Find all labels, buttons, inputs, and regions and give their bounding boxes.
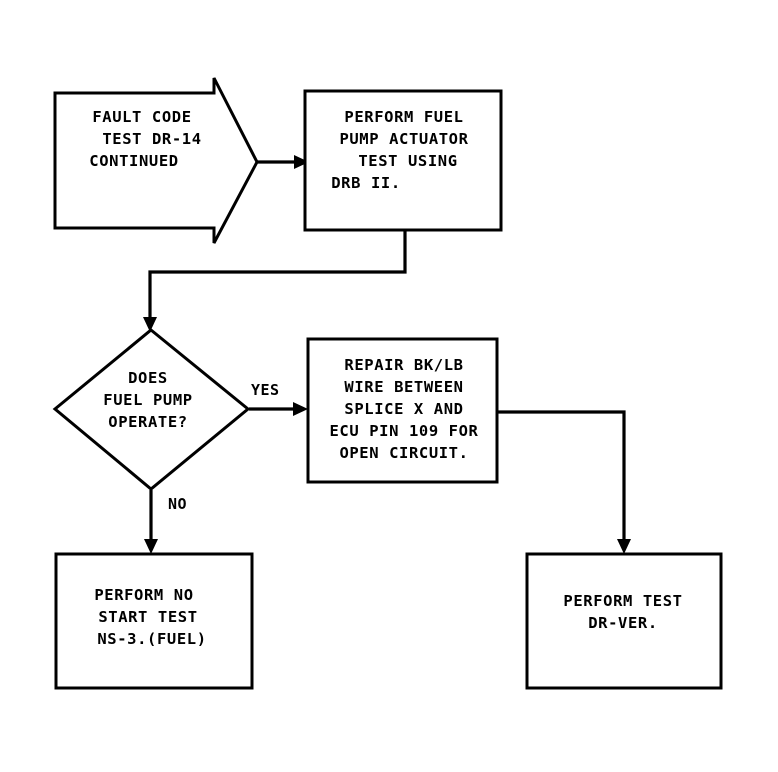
node-repair-line-3: SPLICE X AND — [344, 400, 463, 418]
node-actuator-line-4: DRB II. — [331, 174, 401, 192]
node-repair-line-5: OPEN CIRCUIT. — [339, 444, 468, 462]
node-banner-fault-code-test: FAULT CODE TEST DR-14 CONTINUED — [53, 77, 259, 244]
node-nostart-line-1: PERFORM NO — [94, 586, 193, 604]
node-actuator-test: PERFORM FUEL PUMP ACTUATOR TEST USING DR… — [303, 89, 503, 232]
edge-label-no: NO — [168, 495, 187, 513]
connector-repair-to-verify — [497, 410, 631, 554]
connector-decision-yes-to-repair — [249, 402, 308, 416]
node-actuator-line-3: TEST USING — [358, 152, 457, 170]
node-repair-line-2: WIRE BETWEEN — [344, 378, 463, 396]
node-perform-test-verify: PERFORM TEST DR-VER. — [525, 552, 723, 690]
node-no-start-test: PERFORM NO START TEST NS-3.(FUEL) — [54, 552, 254, 690]
node-banner-line-3: CONTINUED — [89, 152, 178, 170]
node-nostart-line-3: NS-3.(FUEL) — [97, 630, 206, 648]
node-decision-line-3: OPERATE? — [108, 413, 187, 431]
connector-banner-to-actuator — [257, 155, 309, 169]
node-repair-line-1: REPAIR BK/LB — [344, 356, 463, 374]
node-verify-line-1: PERFORM TEST — [563, 592, 682, 610]
connector-decision-no-to-nostart — [144, 490, 158, 554]
node-decision-fuel-pump-operate: DOES FUEL PUMP OPERATE? — [52, 328, 251, 491]
node-decision-line-2: FUEL PUMP — [103, 391, 192, 409]
node-decision-line-1: DOES — [128, 369, 168, 387]
node-actuator-line-2: PUMP ACTUATOR — [339, 130, 468, 148]
node-banner-line-1: FAULT CODE — [92, 108, 191, 126]
node-verify-line-2: DR-VER. — [588, 614, 658, 632]
node-nostart-line-2: START TEST — [98, 608, 197, 626]
connector-actuator-to-decision — [143, 230, 407, 332]
edge-label-yes: YES — [251, 381, 280, 399]
node-actuator-line-1: PERFORM FUEL — [344, 108, 463, 126]
node-repair-wire: REPAIR BK/LB WIRE BETWEEN SPLICE X AND E… — [306, 337, 499, 484]
node-repair-line-4: ECU PIN 109 FOR — [330, 422, 479, 440]
node-banner-line-2: TEST DR-14 — [102, 130, 201, 148]
